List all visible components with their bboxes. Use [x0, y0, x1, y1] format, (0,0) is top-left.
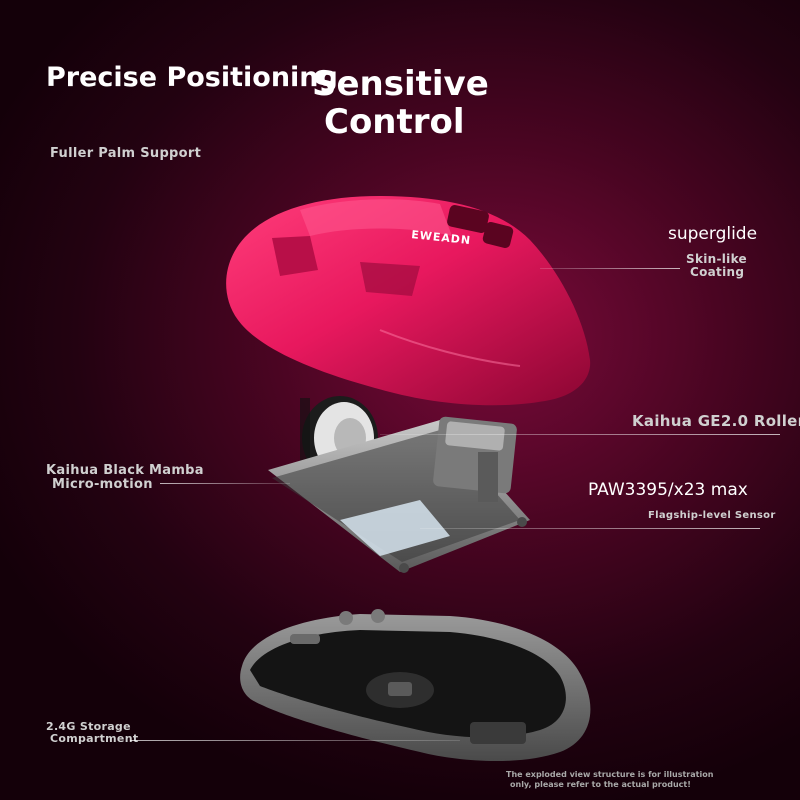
label-storage-line2: Compartment	[50, 732, 139, 745]
label-coating-line1: Skin-like	[686, 252, 747, 266]
top-shell	[226, 196, 591, 406]
label-roller: Kaihua GE2.0 Roller	[632, 412, 800, 430]
headline-sensitive: Sensitive	[312, 64, 489, 104]
leader-line-storage	[130, 740, 460, 741]
headline-control: Control	[324, 102, 465, 142]
leader-line-sensor	[420, 528, 760, 529]
leader-line-coating	[540, 268, 680, 269]
label-storage-line1: 2.4G Storage	[46, 720, 131, 733]
label-palm-support: Fuller Palm Support	[50, 146, 202, 161]
leader-line-roller	[380, 434, 780, 435]
label-sensor-desc: Flagship-level Sensor	[648, 510, 776, 521]
label-mamba-line2: Micro-motion	[52, 477, 153, 492]
headline-precise-positioning: Precise Positioning	[46, 62, 338, 93]
label-superglide: superglide	[668, 224, 758, 244]
label-sensor-model: PAW3395/x23 max	[588, 480, 748, 500]
internal-frame	[268, 416, 530, 573]
label-mamba-line1: Kaihua Black Mamba	[46, 463, 204, 478]
disclaimer-line1: The exploded view structure is for illus…	[506, 770, 714, 779]
label-coating-line2: Coating	[690, 265, 745, 279]
disclaimer-line2: only, please refer to the actual product…	[510, 780, 691, 789]
leader-line-mamba	[160, 483, 290, 484]
bottom-base	[240, 609, 591, 762]
